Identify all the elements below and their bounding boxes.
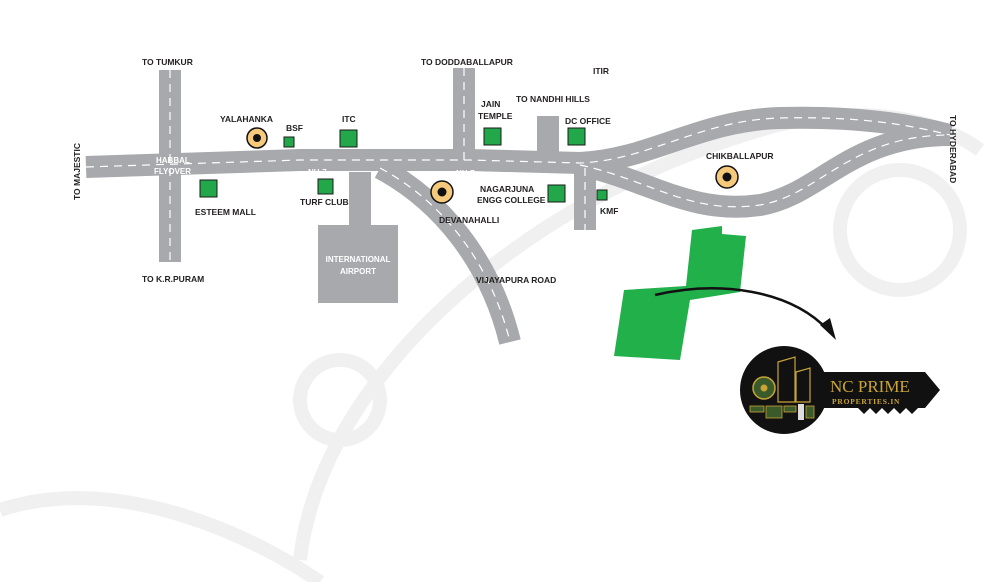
label-bsf: BSF	[286, 123, 303, 133]
label-esteem-mall: ESTEEM MALL	[195, 207, 256, 217]
devanahalli-marker	[430, 180, 454, 204]
label-to-doddaballapur: TO DODDABALLAPUR	[421, 57, 513, 67]
label-flyover: FLYOVER	[154, 167, 191, 176]
label-engg-college: ENGG COLLEGE	[477, 195, 546, 205]
label-to-nandhi-hills: TO NANDHI HILLS	[516, 94, 590, 104]
label-to-hyderabad: TO HYDERABAD	[948, 115, 958, 183]
bsf-marker	[283, 136, 295, 148]
chikballapur-marker	[715, 165, 739, 189]
label-nh7-west: NH-7	[308, 168, 327, 177]
project-site	[614, 226, 746, 360]
international-airport	[318, 225, 398, 303]
label-jain: JAIN	[481, 99, 500, 109]
roads	[85, 68, 953, 345]
logo-text-nc-prime: NC PRIME	[830, 377, 910, 396]
label-hebbal: HABBAL	[156, 156, 190, 165]
label-chikballapur: CHIKBALLAPUR	[706, 151, 774, 161]
label-international: INTERNATIONAL	[326, 255, 391, 264]
label-airport: AIRPORT	[340, 267, 376, 276]
town-markers	[246, 127, 739, 204]
label-dc-office: DC OFFICE	[565, 116, 611, 126]
label-to-tumkur: TO TUMKUR	[142, 57, 193, 67]
label-to-majestic: TO MAJESTIC	[72, 143, 82, 200]
label-itir: ITIR	[593, 66, 609, 76]
label-turf-club: TURF CLUB	[300, 197, 349, 207]
label-nagarjuna: NAGARJUNA	[480, 184, 534, 194]
label-itc: ITC	[342, 114, 356, 124]
label-vijayapura-road: VIJAYAPURA ROAD	[476, 275, 556, 285]
kmf-marker	[596, 189, 608, 201]
turf-club-marker	[317, 178, 334, 195]
label-temple: TEMPLE	[478, 111, 513, 121]
label-kmf: KMF	[600, 206, 618, 216]
arrow-icon	[654, 287, 829, 331]
landmark-markers	[199, 127, 608, 203]
esteem-mall-marker	[199, 179, 218, 198]
label-nh7-east: NH-7	[456, 169, 475, 178]
nc-prime-logo: NC PRIME PROPERTIES.IN	[740, 346, 940, 434]
yalahanka-marker	[246, 127, 268, 149]
logo-text-properties: PROPERTIES.IN	[832, 397, 900, 406]
nagarjuna-marker	[547, 184, 566, 203]
dc-office-marker	[567, 127, 586, 146]
arrow-head-icon	[820, 318, 836, 340]
label-yalahanka: YALAHANKA	[220, 114, 273, 124]
label-devanahalli: DEVANAHALLI	[439, 215, 499, 225]
itc-marker	[339, 129, 358, 148]
jain-temple-marker	[483, 127, 502, 146]
label-to-kr-puram: TO K.R.PURAM	[142, 274, 204, 284]
